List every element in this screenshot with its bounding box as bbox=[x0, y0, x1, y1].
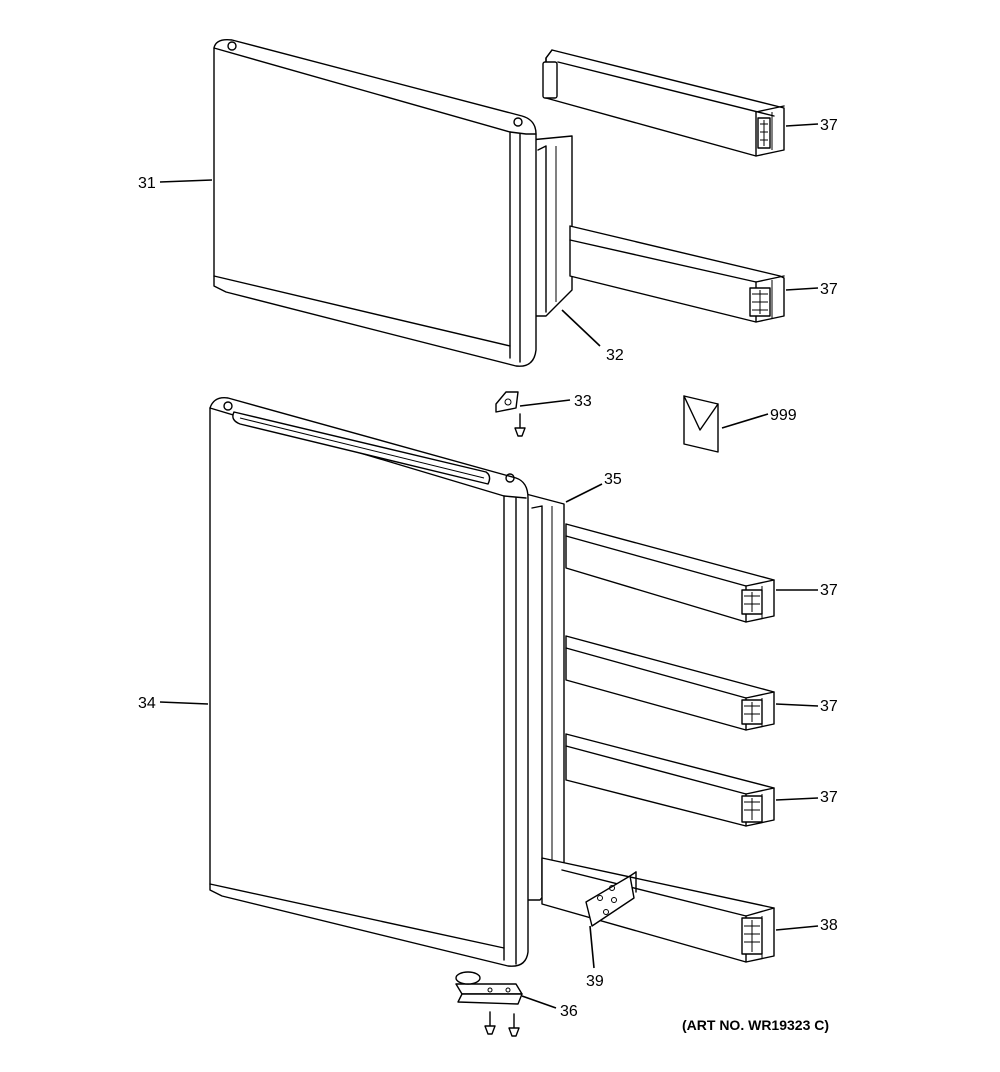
label-37-b: 37 bbox=[820, 281, 838, 298]
part-36-bottom-hinge bbox=[455, 971, 523, 1037]
part-35-fresh-food-door-liner bbox=[525, 493, 565, 901]
label-37-c: 37 bbox=[820, 582, 838, 599]
label-37-d: 37 bbox=[820, 698, 838, 715]
part-39-bracket bbox=[585, 871, 637, 927]
label-31: 31 bbox=[138, 175, 156, 192]
label-36: 36 bbox=[560, 1003, 578, 1020]
part-37-door-shelf-lower-3 bbox=[565, 733, 775, 827]
leader-lines bbox=[159, 123, 819, 1009]
part-37-door-shelf-lower-2 bbox=[565, 635, 775, 731]
label-37-a: 37 bbox=[820, 117, 838, 134]
part-37-door-shelf-upper-1 bbox=[542, 49, 785, 157]
label-37-e: 37 bbox=[820, 789, 838, 806]
label-35: 35 bbox=[604, 471, 622, 488]
part-999-literature-envelope bbox=[683, 395, 719, 453]
label-32: 32 bbox=[606, 347, 624, 364]
part-37-door-shelf-lower-1 bbox=[565, 523, 775, 623]
part-37-door-shelf-upper-2 bbox=[569, 225, 785, 323]
part-31-freezer-door bbox=[213, 38, 537, 367]
part-38-door-bin bbox=[541, 857, 775, 963]
label-39: 39 bbox=[586, 973, 604, 990]
part-33-hinge-bracket bbox=[495, 391, 526, 437]
label-38: 38 bbox=[820, 917, 838, 934]
label-34: 34 bbox=[138, 695, 156, 712]
part-34-fresh-food-door bbox=[209, 397, 529, 967]
label-33: 33 bbox=[574, 393, 592, 410]
label-999: 999 bbox=[770, 407, 797, 424]
part-labels: 31 32 33 34 35 36 37 37 37 37 37 38 39 9… bbox=[138, 117, 838, 1033]
art-number: (ART NO. WR19323 C) bbox=[682, 1017, 829, 1033]
